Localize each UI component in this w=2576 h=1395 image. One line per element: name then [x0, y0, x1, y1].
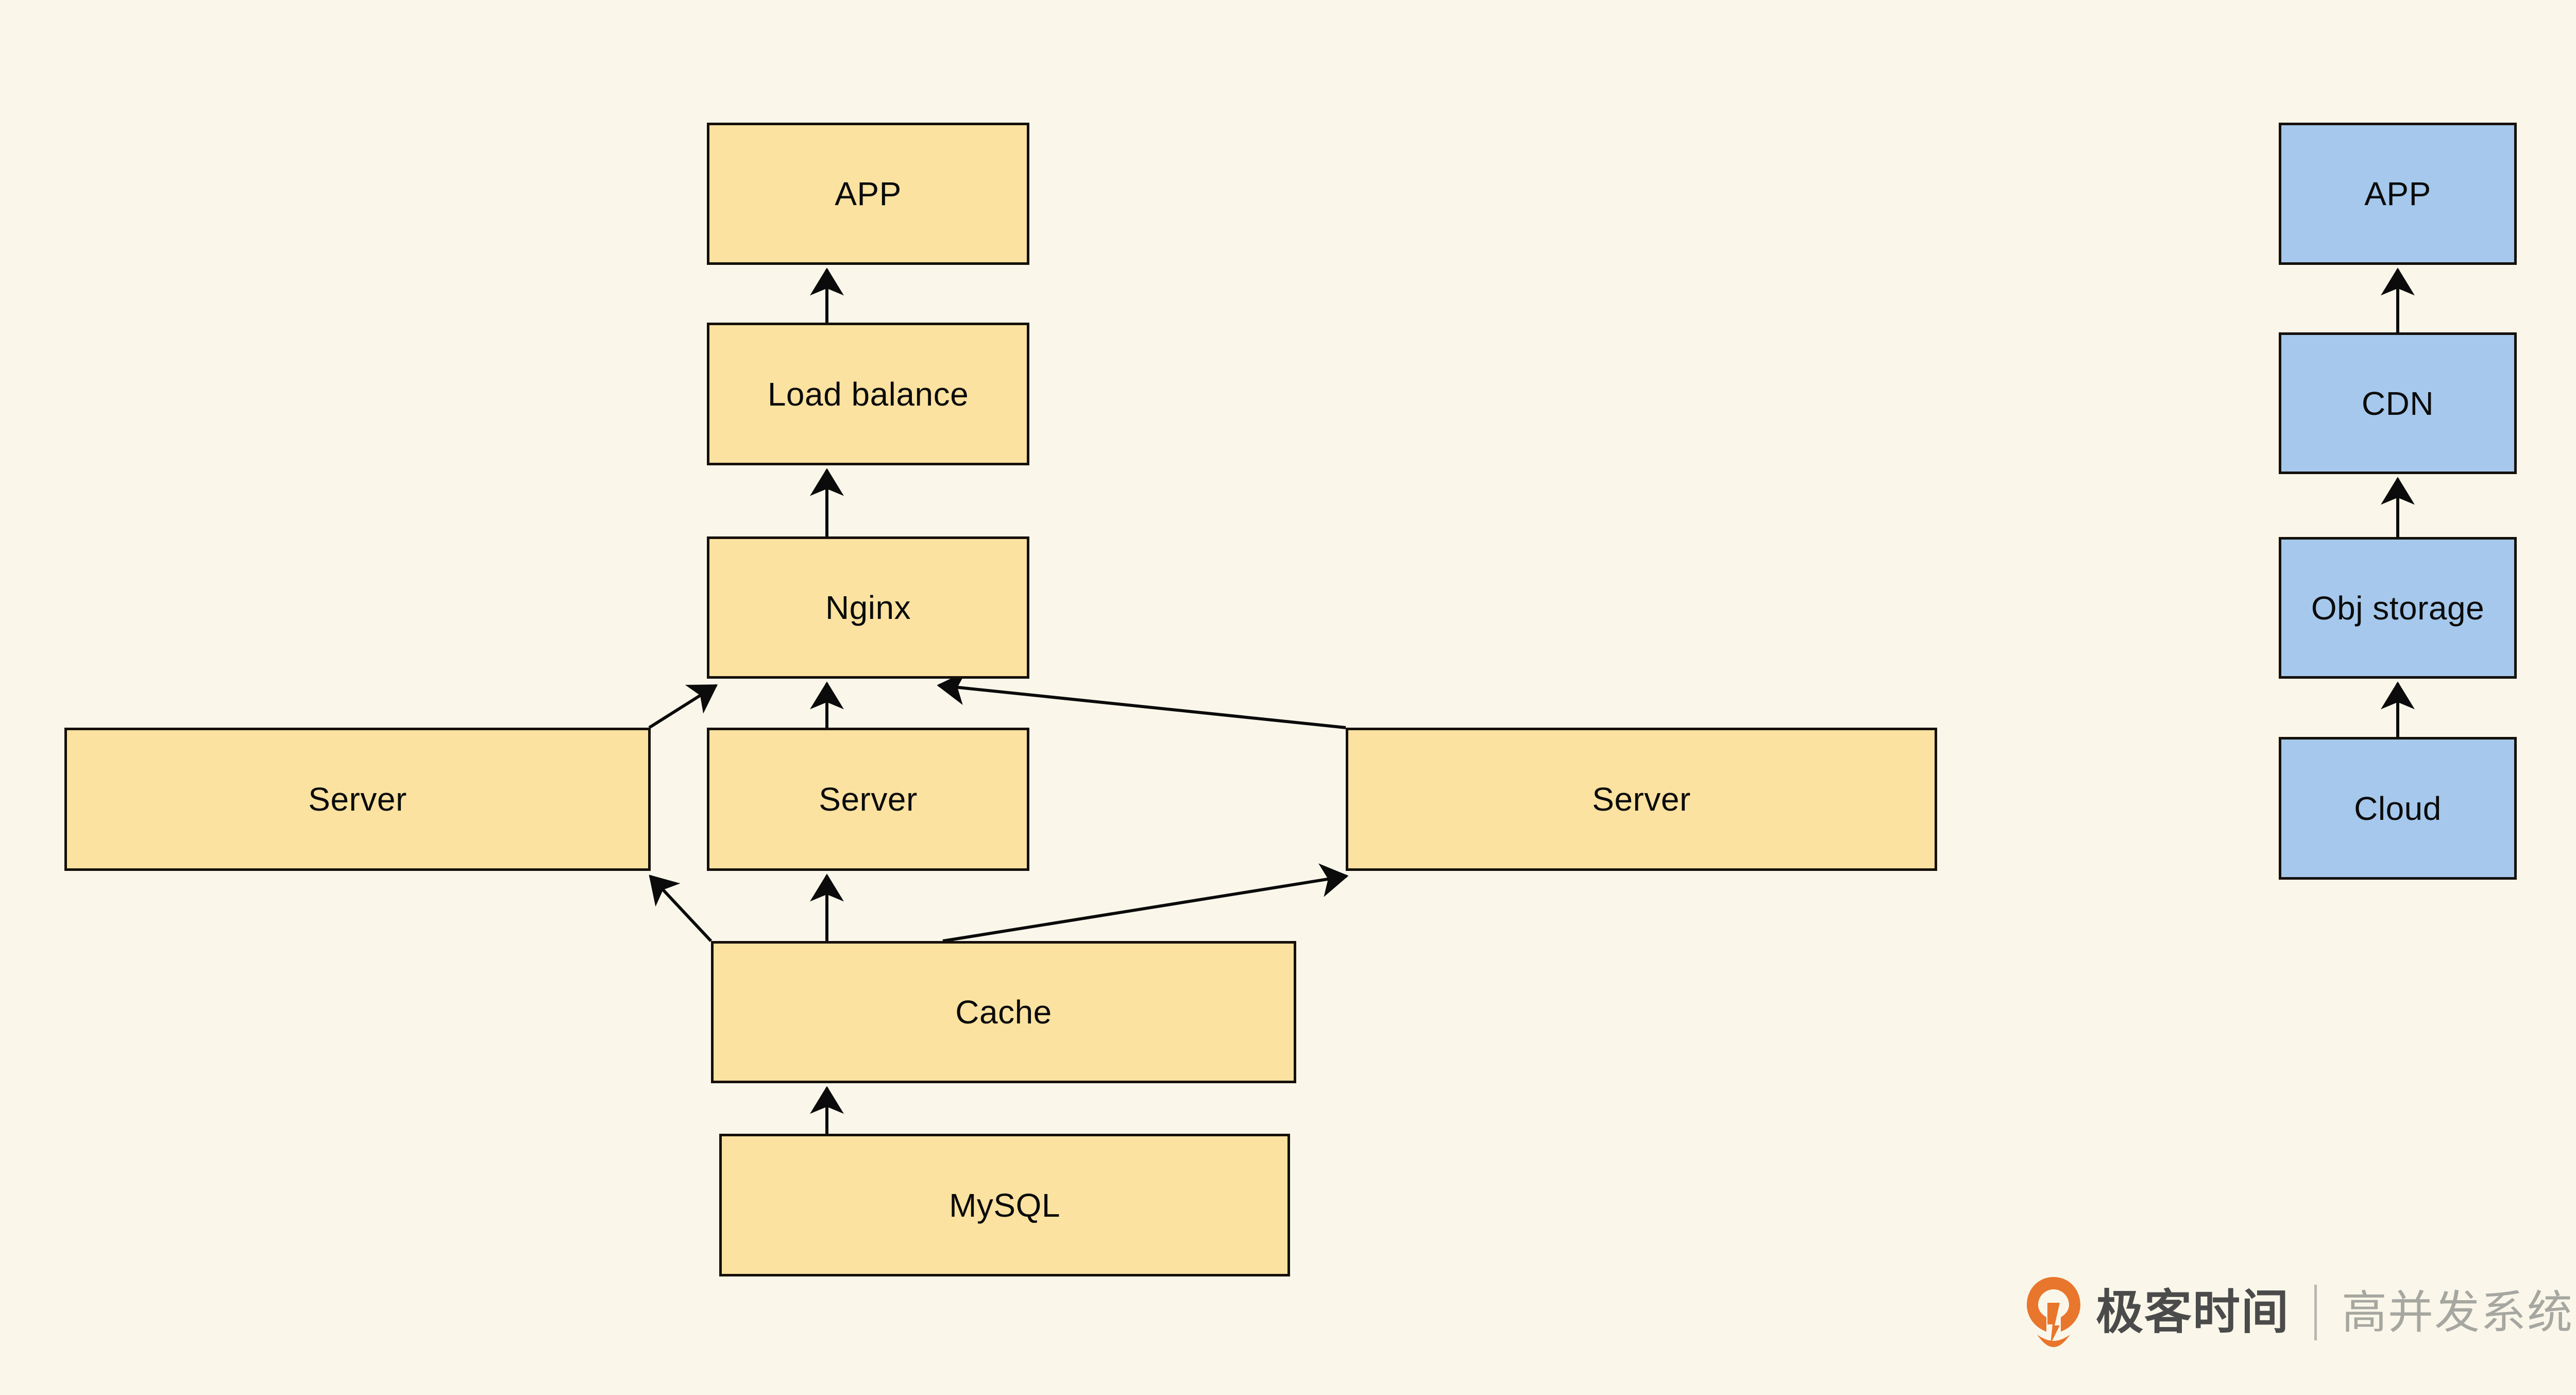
node-app[interactable]: APP — [707, 123, 1029, 265]
node-app-2[interactable]: APP — [2279, 123, 2517, 265]
node-server-left[interactable]: Server — [64, 728, 651, 871]
geektime-logo-icon — [2027, 1277, 2080, 1347]
node-server-right-label: Server — [1592, 781, 1691, 818]
watermark: 极客时间 高并发系统实战@蓝天 — [2025, 1264, 2576, 1362]
node-nginx-label: Nginx — [825, 589, 911, 626]
watermark-divider — [2314, 1285, 2317, 1340]
watermark-brand: 极客时间 — [2096, 1286, 2290, 1339]
edge-server-right-to-nginx — [937, 671, 1346, 729]
node-cache[interactable]: Cache — [711, 941, 1296, 1083]
node-mysql[interactable]: MySQL — [719, 1134, 1290, 1276]
node-app-2-label: APP — [2364, 175, 2431, 212]
node-mysql-label: MySQL — [949, 1186, 1060, 1224]
node-cloud[interactable]: Cloud — [2279, 737, 2517, 880]
node-load-balance[interactable]: Load balance — [707, 323, 1029, 465]
node-server-left-label: Server — [308, 781, 407, 818]
node-app-label: APP — [835, 175, 902, 212]
node-cache-label: Cache — [955, 994, 1052, 1031]
edge-cache-to-server-left — [649, 875, 713, 943]
edge-cache-to-server-right — [942, 863, 1349, 943]
node-nginx[interactable]: Nginx — [707, 536, 1029, 679]
node-load-balance-label: Load balance — [767, 375, 969, 413]
node-cdn[interactable]: CDN — [2279, 332, 2517, 474]
node-obj-storage-label: Obj storage — [2311, 589, 2485, 627]
edge-server-left-to-nginx — [648, 684, 718, 729]
node-server-mid-label: Server — [819, 781, 918, 818]
node-server-right[interactable]: Server — [1346, 728, 1937, 871]
node-cloud-label: Cloud — [2354, 789, 2442, 827]
node-server-mid[interactable]: Server — [707, 728, 1029, 871]
node-obj-storage[interactable]: Obj storage — [2279, 537, 2517, 679]
watermark-subtitle: 高并发系统实战@蓝天 — [2342, 1287, 2576, 1338]
node-cdn-label: CDN — [2361, 384, 2434, 422]
